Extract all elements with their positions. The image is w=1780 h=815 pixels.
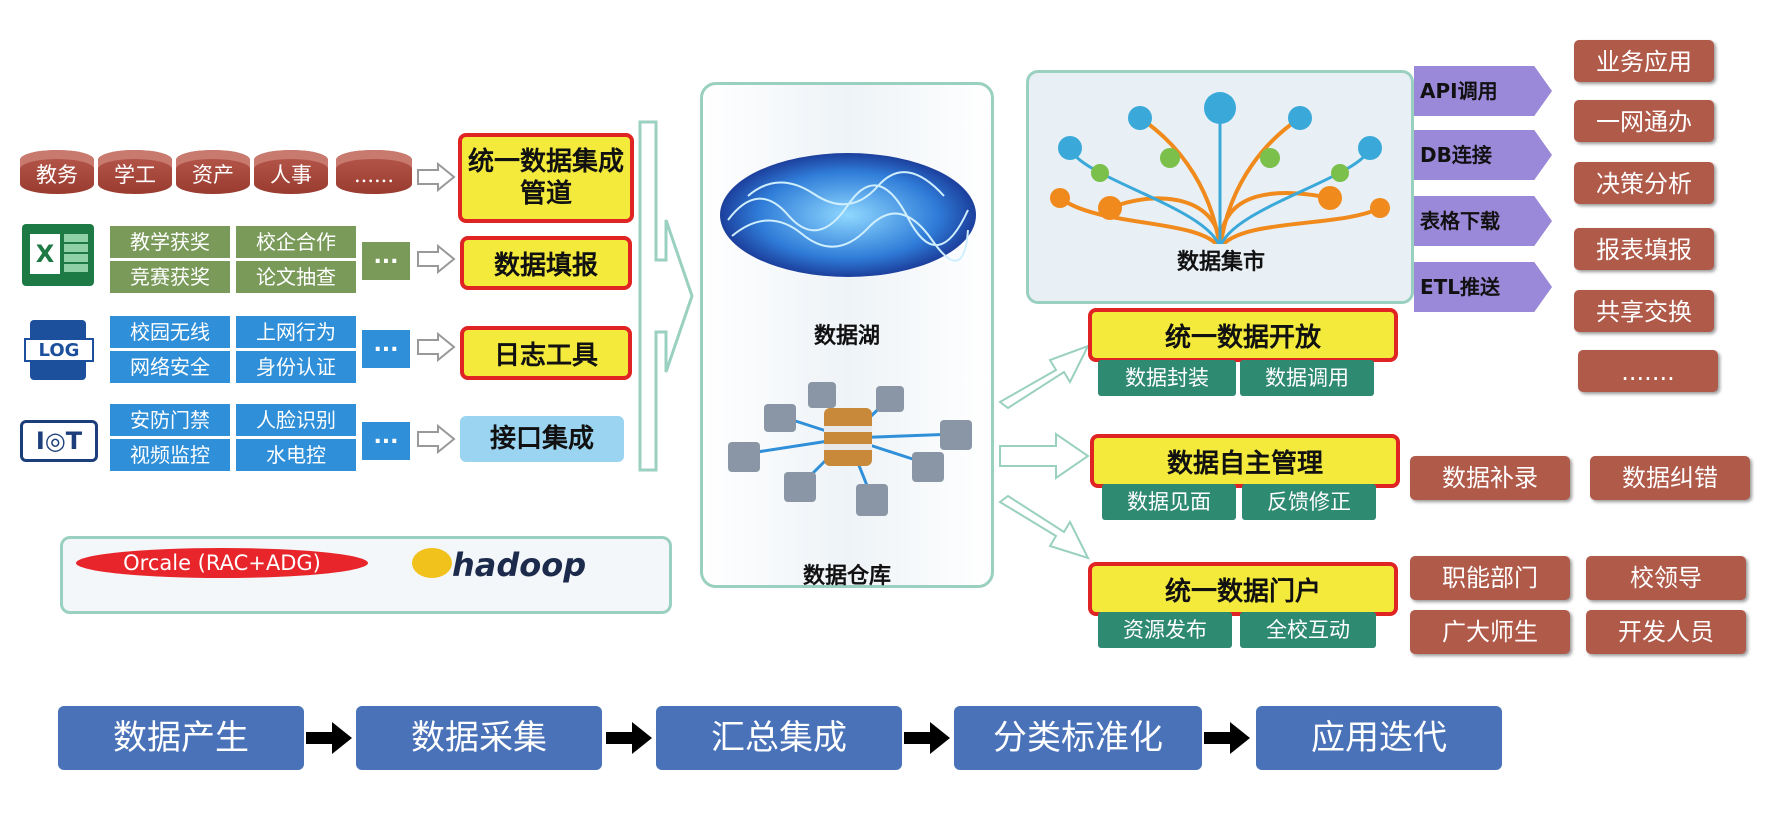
arrow-right-icon	[417, 162, 456, 192]
excel-box-4: 论文抽查	[236, 261, 356, 293]
pipeline-log-tool: 日志工具	[460, 326, 632, 380]
iot-icon: I◎T	[20, 420, 98, 462]
iot-box-4: 水电控	[236, 439, 356, 471]
source-jiaowu: 教务	[20, 150, 94, 194]
data-lake-icon	[720, 153, 976, 277]
manage-item-feedback: 反馈修正	[1242, 484, 1376, 520]
iot-box-2: 人脸识别	[236, 404, 356, 436]
arrow-right-icon	[417, 424, 456, 454]
app-share-exchange: 共享交换	[1574, 290, 1714, 332]
app-more: .......	[1578, 350, 1718, 392]
flow-step-integrate: 汇总集成	[656, 706, 902, 770]
open-item-call: 数据调用	[1240, 360, 1374, 396]
iot-box-3: 视频监控	[110, 439, 230, 471]
source-xuegong: 学工	[98, 150, 172, 194]
unified-open-title: 统一数据开放	[1088, 308, 1398, 362]
app-decision: 决策分析	[1574, 162, 1714, 204]
channel-api: API调用	[1414, 66, 1552, 116]
app-report-fill: 报表填报	[1574, 228, 1714, 270]
data-lake-label: 数据湖	[813, 324, 880, 349]
portal-user-departments: 职能部门	[1410, 556, 1570, 600]
log-icon: LOG	[24, 320, 96, 380]
pipeline-data-fill: 数据填报	[460, 236, 632, 290]
pipeline-unified-integration: 统一数据集成管道	[458, 133, 634, 223]
log-box-4: 身份认证	[236, 351, 356, 383]
log-box-2: 上网行为	[236, 316, 356, 348]
data-market-network-icon	[1050, 92, 1390, 250]
source-more: ......	[336, 150, 412, 194]
source-renshi: 人事	[254, 150, 328, 194]
portal-user-developers: 开发人员	[1586, 610, 1746, 654]
channel-db: DB连接	[1414, 130, 1552, 180]
flow-step-iterate: 应用迭代	[1256, 706, 1502, 770]
arrow-right-icon	[417, 332, 456, 362]
open-item-wrap: 数据封装	[1098, 360, 1236, 396]
self-manage-title: 数据自主管理	[1090, 434, 1400, 488]
flow-arrow-icon	[306, 722, 352, 754]
log-more: ...	[362, 330, 410, 368]
portal-item-publish: 资源发布	[1098, 612, 1232, 648]
flow-arrow-icon	[904, 722, 950, 754]
excel-box-2: 校企合作	[236, 226, 356, 258]
app-business: 业务应用	[1574, 40, 1714, 82]
portal-user-leaders: 校领导	[1586, 556, 1746, 600]
data-warehouse-icon	[728, 382, 972, 516]
manage-item-view: 数据见面	[1102, 484, 1236, 520]
iot-box-1: 安防门禁	[110, 404, 230, 436]
log-box-3: 网络安全	[110, 351, 230, 383]
source-zichan: 资产	[176, 150, 250, 194]
output-arrows	[998, 344, 1091, 560]
channel-table-download: 表格下载	[1414, 196, 1552, 246]
log-box-1: 校园无线	[110, 316, 230, 348]
manage-output-supplement: 数据补录	[1410, 456, 1570, 500]
excel-more: ...	[362, 242, 410, 280]
flow-step-generate: 数据产生	[58, 706, 304, 770]
pipeline-interface: 接口集成	[460, 416, 624, 462]
data-warehouse-label: 数据仓库	[802, 564, 891, 589]
manage-output-correct: 数据纠错	[1590, 456, 1750, 500]
iot-more: ...	[362, 422, 410, 460]
flow-step-collect: 数据采集	[356, 706, 602, 770]
hadoop-logo: hadoop	[452, 546, 587, 584]
arrow-right-icon	[417, 244, 456, 274]
portal-item-interact: 全校互动	[1240, 612, 1376, 648]
portal-title: 统一数据门户	[1088, 562, 1398, 616]
excel-icon: X	[22, 224, 94, 286]
data-market-label: 数据集市	[1146, 244, 1296, 276]
hadoop-elephant-icon	[412, 548, 452, 578]
oracle-db-label: Orcale (RAC+ADG)	[76, 548, 368, 578]
app-one-network: 一网通办	[1574, 100, 1714, 142]
excel-box-3: 竞赛获奖	[110, 261, 230, 293]
excel-box-1: 教学获奖	[110, 226, 230, 258]
big-arrow-right-icon	[638, 120, 694, 472]
channel-etl: ETL推送	[1414, 262, 1552, 312]
flow-arrow-icon	[1204, 722, 1250, 754]
flow-arrow-icon	[606, 722, 652, 754]
portal-user-staff-students: 广大师生	[1410, 610, 1570, 654]
flow-step-standardize: 分类标准化	[954, 706, 1202, 770]
